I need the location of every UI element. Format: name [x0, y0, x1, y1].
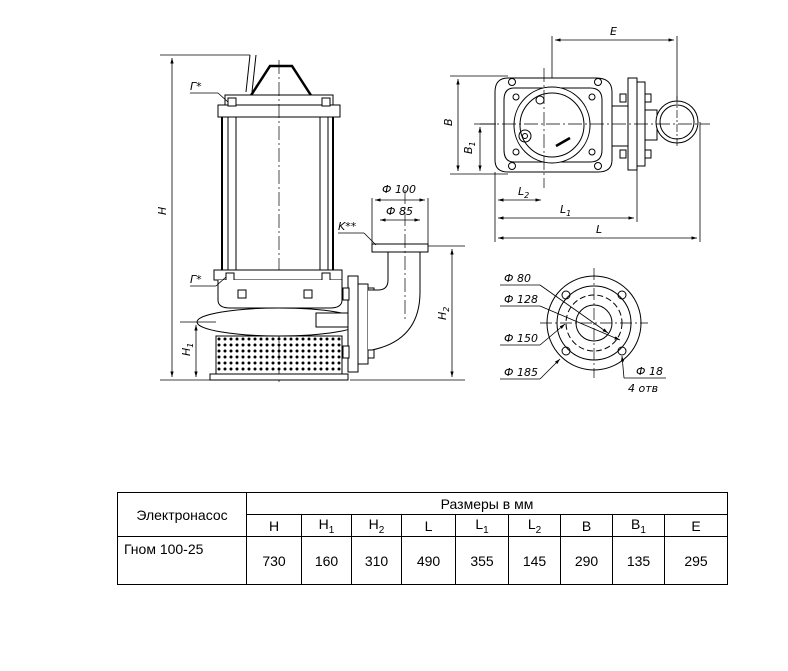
dim-value: 135	[612, 536, 665, 585]
top-view-dimensions	[450, 36, 701, 242]
dim-label-d80: Ф 80	[504, 272, 531, 285]
dim-label-d150: Ф 150	[504, 332, 538, 345]
dim-value: 290	[560, 536, 613, 585]
pump-top-view	[480, 68, 710, 188]
label-G-bottom: Г*	[190, 273, 202, 286]
dim-value: 295	[664, 536, 728, 585]
dim-value: 355	[455, 536, 509, 585]
dim-header: H1	[301, 514, 352, 537]
dim-value: 145	[508, 536, 561, 585]
pump-drawing: H H1 H2 Г* Г* K** Ф 100 Ф 85	[156, 25, 710, 395]
dim-header: B1	[612, 514, 665, 537]
header-dimensions: Размеры в мм	[246, 492, 728, 515]
dim-label-E: E	[610, 25, 617, 38]
dim-label-B1: B1	[462, 141, 477, 154]
dim-label-L: L	[596, 223, 602, 236]
dim-header: L	[401, 514, 456, 537]
dim-label-L2: L2	[518, 185, 529, 200]
side-view-labels: H H1 H2 Г* Г* K** Ф 100 Ф 85	[156, 80, 451, 356]
dim-label-d185: Ф 185	[504, 366, 538, 379]
flange-labels: Ф 80 Ф 128 Ф 150 Ф 185 Ф 18 4 отв	[504, 272, 663, 395]
dim-value: 730	[246, 536, 302, 585]
label-G-top: Г*	[190, 80, 202, 93]
dim-value: 310	[351, 536, 402, 585]
top-view-labels: E B B1 L2 L1 L	[442, 25, 617, 236]
dim-header: H	[246, 514, 302, 537]
dim-header: H2	[351, 514, 402, 537]
dim-label-d128: Ф 128	[504, 293, 538, 306]
header-pump: Электронасос	[117, 492, 247, 537]
dim-label-L1: L1	[560, 203, 571, 218]
label-K: K**	[338, 220, 357, 233]
dim-label-d100: Ф 100	[382, 183, 416, 196]
pump-side-view	[196, 54, 429, 385]
dim-label-d85: Ф 85	[386, 205, 413, 218]
dim-label-H2: H2	[436, 307, 451, 320]
dim-header: B	[560, 514, 613, 537]
dim-header: E	[664, 514, 728, 537]
pump-name: Гном 100-25	[117, 536, 247, 585]
dim-header: L1	[455, 514, 509, 537]
dim-label-H1: H1	[180, 343, 195, 356]
label-holes: 4 отв	[628, 382, 658, 395]
dim-label-B: B	[442, 118, 455, 126]
dim-value: 490	[401, 536, 456, 585]
side-view-dimensions	[160, 54, 465, 381]
flange-dimensions	[500, 284, 666, 380]
dim-header: L2	[508, 514, 561, 537]
dim-label-H: H	[156, 207, 169, 215]
dim-value: 160	[301, 536, 352, 585]
dim-label-d18: Ф 18	[636, 365, 663, 378]
